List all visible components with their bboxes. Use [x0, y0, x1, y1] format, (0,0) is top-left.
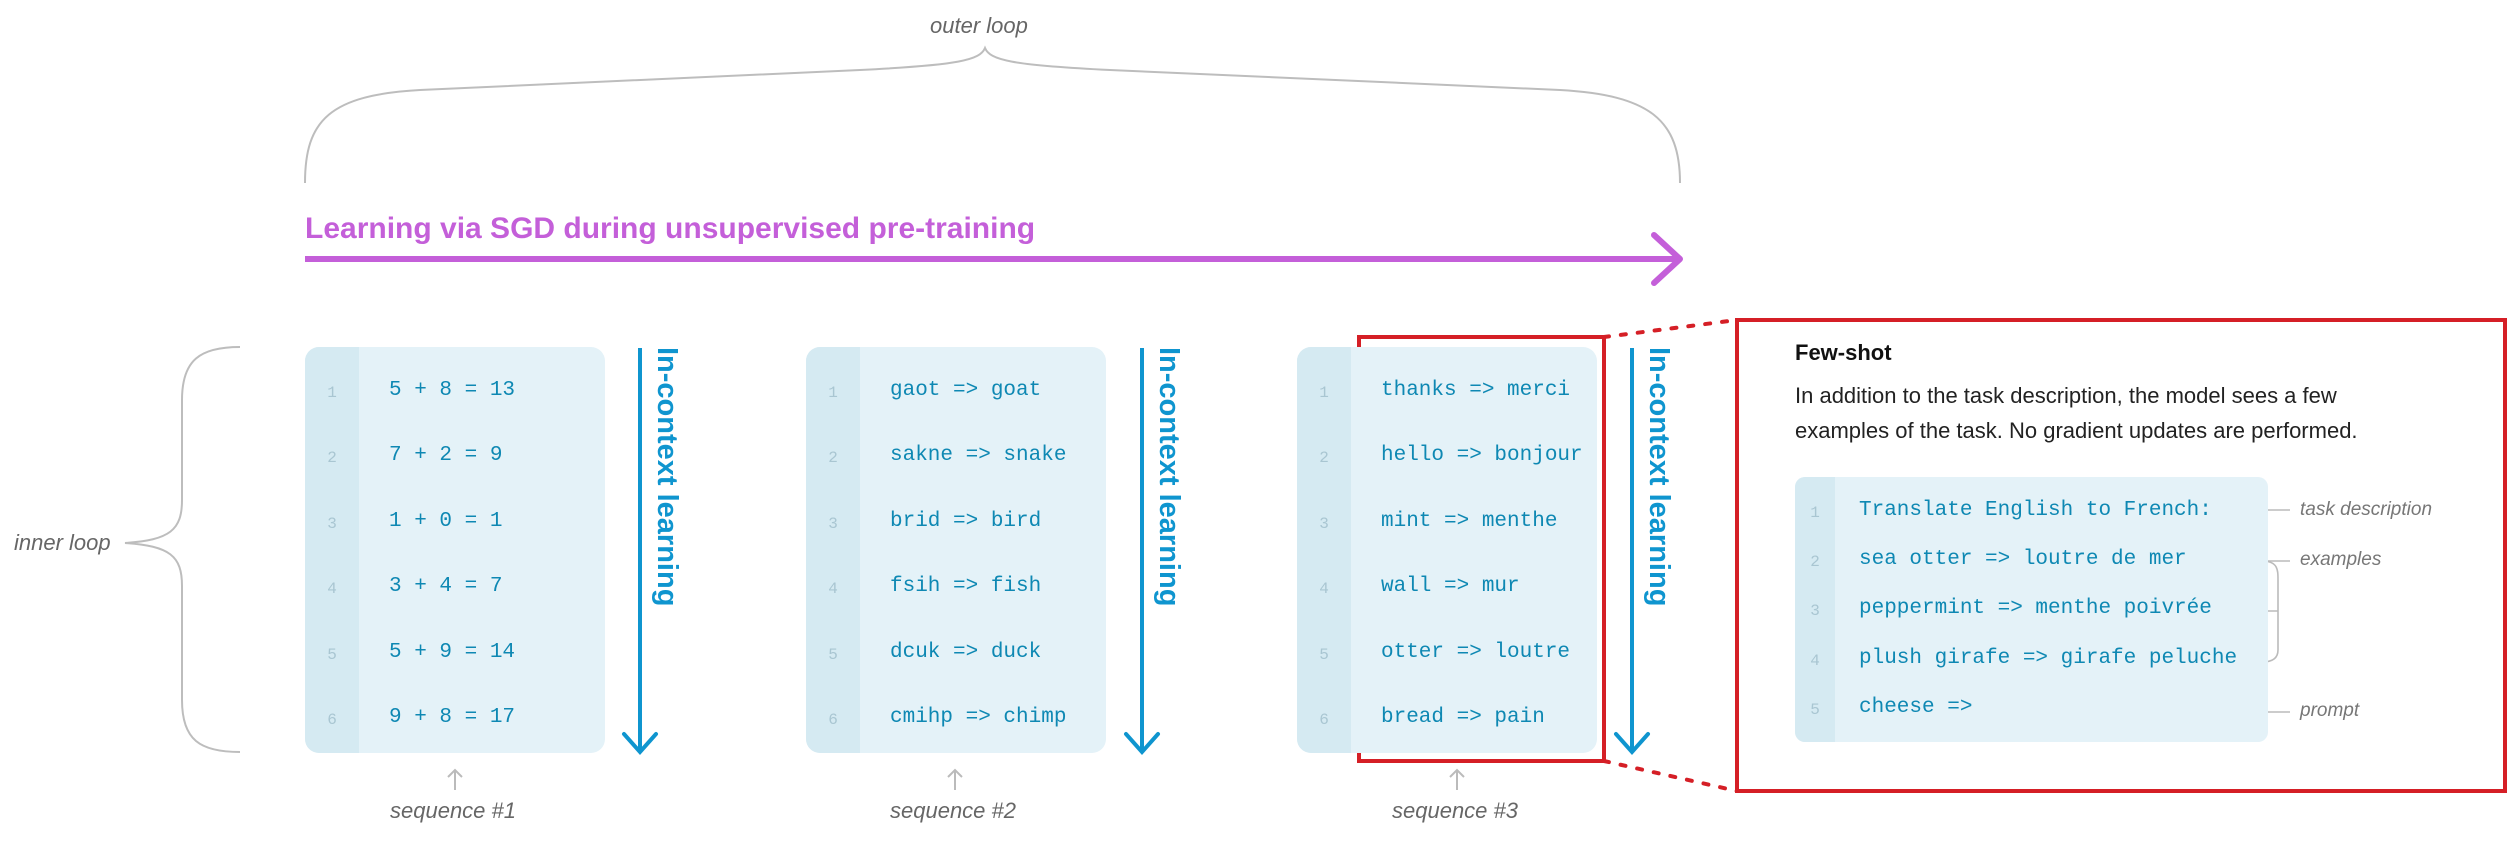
line-number: 2: [1319, 449, 1329, 467]
sequence-label-2: sequence #2: [890, 798, 1016, 823]
code-line: 1 + 0 = 1: [389, 510, 503, 533]
line-number: 1: [828, 384, 838, 402]
sequence-panel-2: 1 gaot => goat 2 sakne => snake 3 brid =…: [806, 347, 1106, 753]
sequence-label-3: sequence #3: [1392, 798, 1518, 823]
icl-arrow-head-1: [622, 732, 658, 756]
code-line: cmihp => chimp: [890, 706, 1067, 729]
line-number: 5: [1810, 701, 1820, 719]
examples-bracket: [2261, 560, 2279, 663]
sequence-panel-1: 1 5 + 8 = 13 2 7 + 2 = 9 3 1 + 0 = 1 4 3…: [305, 347, 605, 753]
seq3-up-arrow: [1449, 768, 1465, 790]
line-number: 3: [327, 515, 337, 533]
code-line: otter => loutre: [1381, 641, 1571, 664]
few-shot-title: Few-shot: [1795, 340, 1892, 365]
few-shot-box: [1735, 318, 2507, 793]
inner-loop-brace: [124, 346, 241, 753]
line-number: 5: [828, 646, 838, 664]
sequence-label-1: sequence #1: [390, 798, 516, 823]
icl-label-3: In-context learning: [1643, 347, 1675, 607]
line-gutter: [806, 347, 860, 753]
annotation-examples: examples: [2300, 549, 2382, 570]
code-line: 3 + 4 = 7: [389, 575, 503, 598]
code-line: 5 + 8 = 13: [389, 379, 516, 402]
code-line: mint => menthe: [1381, 510, 1558, 533]
line-number: 2: [828, 449, 838, 467]
code-line: gaot => goat: [890, 379, 1042, 402]
code-line: 5 + 9 = 14: [389, 641, 516, 664]
code-line: bread => pain: [1381, 706, 1545, 729]
few-shot-description-line1: In addition to the task description, the…: [1795, 383, 2337, 408]
inner-loop-label: inner loop: [14, 530, 111, 555]
code-line: hello => bonjour: [1381, 444, 1583, 467]
seq2-up-arrow: [947, 768, 963, 790]
code-line: 9 + 8 = 17: [389, 706, 516, 729]
code-line: fsih => fish: [890, 575, 1042, 598]
line-gutter: [1795, 477, 1835, 742]
line-number: 1: [1319, 384, 1329, 402]
line-gutter: [1297, 347, 1351, 753]
line-number: 2: [1810, 553, 1820, 571]
few-shot-prompt-panel: 1 Translate English to French: 2 sea ott…: [1795, 477, 2268, 742]
example-line: peppermint => menthe poivrée: [1859, 597, 2212, 620]
zoom-connector-top: [1602, 318, 1739, 339]
line-number: 6: [327, 711, 337, 729]
line-number: 3: [1810, 602, 1820, 620]
line-number: 3: [1319, 515, 1329, 533]
line-number: 3: [828, 515, 838, 533]
line-number: 5: [327, 646, 337, 664]
icl-arrow-head-2: [1124, 732, 1160, 756]
line-gutter: [305, 347, 359, 753]
line-number: 6: [828, 711, 838, 729]
sequence-panel-3: 1 thanks => merci 2 hello => bonjour 3 m…: [1297, 347, 1597, 753]
few-shot-description-line2: examples of the task. No gradient update…: [1795, 418, 2358, 443]
seq1-up-arrow: [447, 768, 463, 790]
icl-arrow-head-3: [1614, 732, 1650, 756]
line-number: 4: [327, 580, 337, 598]
code-line: dcuk => duck: [890, 641, 1042, 664]
code-line: wall => mur: [1381, 575, 1520, 598]
sgd-arrow-head: [1651, 232, 1683, 286]
annotation-prompt: prompt: [2300, 700, 2360, 721]
prompt-line: cheese =>: [1859, 696, 1973, 719]
line-number: 5: [1319, 646, 1329, 664]
code-line: 7 + 2 = 9: [389, 444, 503, 467]
outer-loop-label: outer loop: [930, 13, 1028, 38]
line-number: 1: [1810, 504, 1820, 522]
line-number: 2: [327, 449, 337, 467]
code-line: brid => bird: [890, 510, 1042, 533]
line-number: 4: [828, 580, 838, 598]
code-line: thanks => merci: [1381, 379, 1571, 402]
line-number: 4: [1319, 580, 1329, 598]
line-number: 6: [1319, 711, 1329, 729]
line-number: 1: [327, 384, 337, 402]
code-line: sakne => snake: [890, 444, 1067, 467]
outer-loop-brace: [304, 45, 1681, 184]
example-line: sea otter => loutre de mer: [1859, 548, 2187, 571]
icl-label-2: In-context learning: [1153, 347, 1185, 607]
line-number: 4: [1810, 652, 1820, 670]
sgd-title: Learning via SGD during unsupervised pre…: [305, 212, 1036, 245]
task-description-line: Translate English to French:: [1859, 499, 2212, 522]
example-line: plush girafe => girafe peluche: [1859, 647, 2238, 670]
annotation-task-description: task description: [2300, 499, 2433, 520]
zoom-connector-bottom: [1602, 759, 1739, 793]
icl-label-1: In-context learning: [651, 347, 683, 607]
